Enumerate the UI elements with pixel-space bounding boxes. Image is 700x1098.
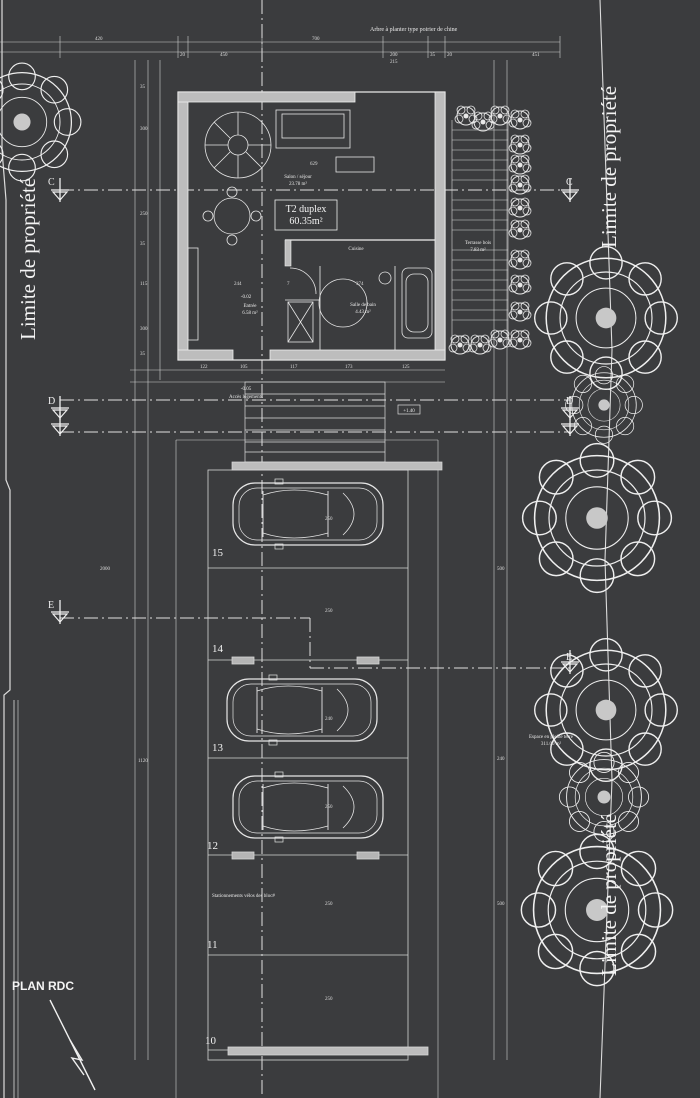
room-sdb: Salle de bain (350, 303, 376, 308)
dim-top: 451 (532, 53, 540, 58)
room-salon-area: 23.78 m² (289, 181, 307, 187)
level-entree: -0.02 (241, 295, 252, 300)
dim-parking: 250 (325, 902, 333, 907)
parking-number-12: 12 (207, 840, 218, 852)
dim-room: 173 (345, 365, 353, 370)
dim-room: 374 (356, 282, 364, 287)
dim-parking: 2000 (100, 567, 111, 572)
axis-lines (60, 0, 570, 1098)
room-stationnement: Stationnements vélos des bloc# (212, 894, 275, 899)
dim-parking: 250 (325, 805, 333, 810)
trees (0, 62, 679, 987)
section-label-d-right: D (566, 396, 573, 407)
section-label-d-left: D (48, 396, 55, 407)
room-sdb-area: 4.43 m² (355, 309, 371, 315)
dim-parking: 250 (325, 609, 333, 614)
dim-room: 629 (310, 162, 318, 167)
parking-number-13: 13 (212, 742, 224, 754)
section-label-e-right: E (566, 652, 572, 663)
terrace-decking (451, 120, 509, 340)
dim-side: 300 (140, 127, 148, 132)
room-espace-vert: Espace en pleine terre (529, 735, 574, 740)
dim-parking: 1120 (138, 759, 148, 764)
top-note: Arbre à planter type poirier de chine (370, 27, 458, 33)
section-label-c-right: C (566, 177, 573, 188)
dim-side: 250 (140, 212, 148, 217)
dim-side: 300 (140, 327, 148, 332)
room-espace-vert-area: 311.00 m² (541, 741, 562, 747)
parking-number-10: 10 (205, 1035, 217, 1047)
unit-area: 60.35m² (289, 216, 322, 227)
dim-side: 35 (140, 85, 146, 90)
car-icon (232, 771, 384, 843)
room-salon: Salon / séjour (284, 175, 312, 180)
house-walls (177, 91, 446, 361)
dim-top: 35 (430, 53, 436, 58)
tree-icon (521, 442, 673, 594)
dim-room: 105 (240, 365, 248, 370)
dim-parking: 240 (325, 717, 333, 722)
unit-title: T2 duplex (286, 204, 327, 215)
dim-parking: 500 (497, 902, 505, 907)
dim-parking: 240 (497, 757, 505, 762)
dim-parking: 250 (325, 997, 333, 1002)
section-label-e-left: E (48, 600, 54, 611)
dim-side: 35 (140, 242, 146, 247)
dim-top-sub: 215 (390, 60, 398, 65)
dim-room: 122 (200, 365, 208, 370)
room-entree: Entrée (243, 304, 257, 309)
tree-icon (0, 62, 82, 182)
dim-room: 244 (234, 282, 242, 287)
tree-icon (533, 245, 679, 391)
unit-title-box (274, 199, 338, 231)
parking-number-11: 11 (207, 939, 218, 951)
dim-room: 117 (290, 365, 298, 370)
plan-title: PLAN RDC (12, 979, 74, 993)
level-box: +1.40 (403, 409, 415, 414)
parking-number-14: 14 (212, 643, 224, 655)
room-terrasse-area: 7.83 m² (470, 247, 486, 253)
north-arrow-icon (49, 999, 96, 1091)
section-markers: C C D D E E (48, 177, 580, 675)
parking-area (207, 469, 429, 1061)
property-limit-left-label: Limite de propriété (16, 178, 40, 340)
dim-top: 700 (312, 37, 320, 42)
room-terrasse: Terrasse bois (465, 241, 491, 246)
dim-room: 125 (402, 365, 410, 370)
section-label-c-left: C (48, 177, 55, 188)
dim-top: 20 (447, 53, 453, 58)
labels: Limite de propriété Limite de propriété … (12, 27, 621, 1047)
property-limit-right-label-bottom: Limite de propriété (597, 814, 621, 976)
property-limit-right-label: Limite de propriété (597, 86, 621, 248)
dim-parking: 250 (325, 517, 333, 522)
dim-top: 450 (220, 53, 228, 58)
dim-parking: 500 (497, 567, 505, 572)
dim-top: 420 (95, 37, 103, 42)
room-cuisine: Cuisine (348, 247, 364, 252)
dim-top: 200 (390, 53, 398, 58)
parking-number-15: 15 (212, 547, 224, 559)
dim-room: 7 (287, 282, 290, 287)
house-furniture (187, 109, 433, 343)
room-entree-area: 6.58 m² (242, 310, 258, 316)
dim-top: 20 (180, 53, 186, 58)
level-acces: -0.05 (241, 387, 252, 392)
dimension-labels: 420 20 450 700 200 35 20 451 215 629 244… (95, 37, 540, 1002)
dimension-lines (0, 36, 561, 1098)
car-icon (226, 674, 378, 746)
dim-side: 115 (140, 282, 148, 287)
dim-side: 35 (140, 352, 146, 357)
room-acces: Accès logements (229, 395, 263, 400)
access-walkway (231, 381, 443, 471)
car-icon (232, 478, 384, 550)
